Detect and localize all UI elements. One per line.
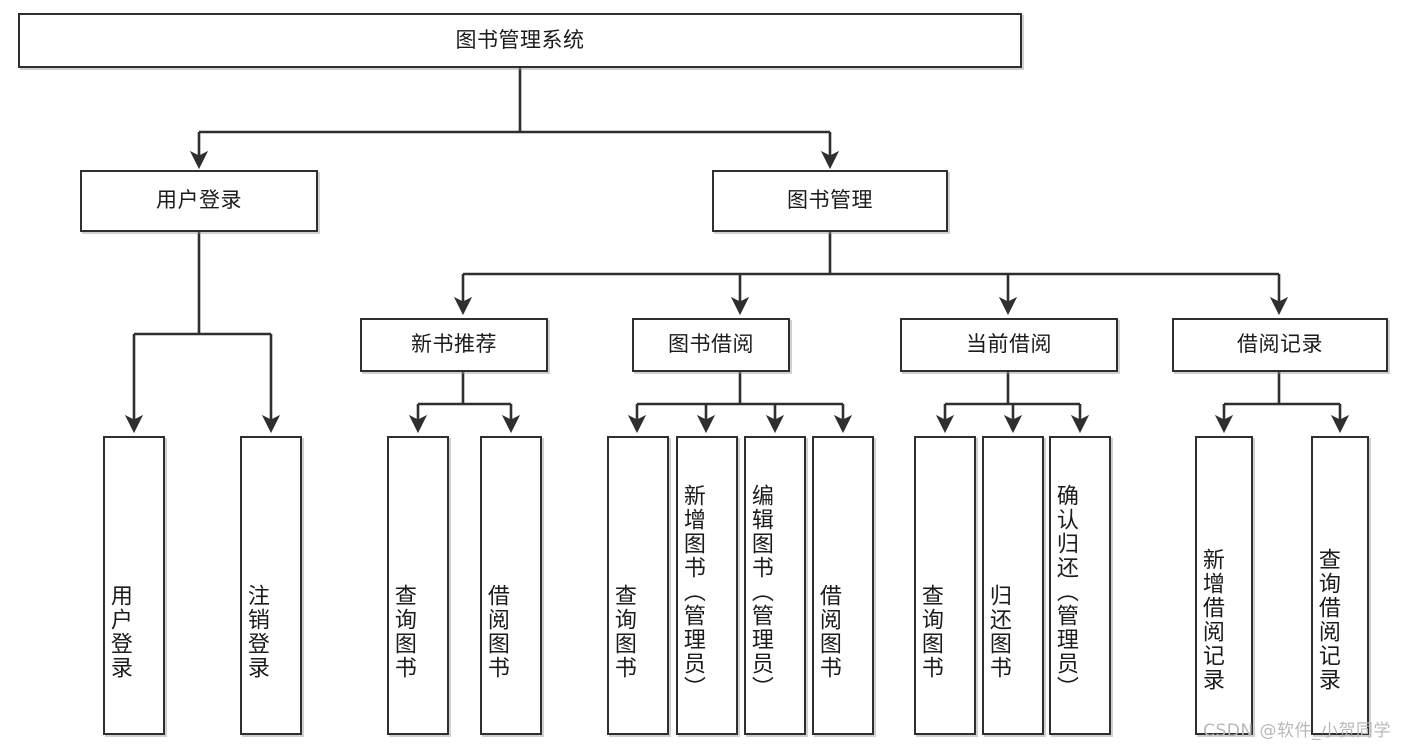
node-leaf-return-book[interactable]: 归还图书 [982, 436, 1044, 735]
node-leaf-query-book-1-label: 查询图书 [390, 583, 416, 680]
node-leaf-borrow-book-1[interactable]: 借阅图书 [480, 436, 542, 735]
node-leaf-query-book-3-label: 查询图书 [917, 583, 943, 680]
node-leaf-add-record[interactable]: 新增借阅记录 [1195, 436, 1253, 735]
node-leaf-return-book-label: 归还图书 [985, 583, 1011, 680]
node-leaf-confirm-return[interactable]: 确认归还（管理员） [1049, 436, 1111, 735]
node-book-manage-label: 图书管理 [787, 188, 873, 213]
node-leaf-query-book-2-label: 查询图书 [610, 583, 636, 680]
node-new-book-rec-label: 新书推荐 [411, 332, 497, 357]
node-leaf-query-book-3[interactable]: 查询图书 [914, 436, 976, 735]
node-leaf-add-record-label: 新增借阅记录 [1198, 547, 1224, 692]
node-leaf-user-logout-label: 注销登录 [243, 583, 269, 680]
node-leaf-user-logout[interactable]: 注销登录 [240, 436, 302, 735]
node-leaf-query-record-label: 查询借阅记录 [1314, 547, 1340, 692]
node-leaf-user-login[interactable]: 用户登录 [103, 436, 165, 735]
watermark-text: CSDN @软件_小贺同学 [1203, 721, 1391, 741]
node-leaf-confirm-return-label: 确认归还（管理员） [1052, 483, 1078, 700]
node-leaf-borrow-book-2-label: 借阅图书 [815, 583, 841, 680]
node-book-borrow-label: 图书借阅 [668, 332, 754, 357]
node-current-borrow[interactable]: 当前借阅 [900, 318, 1118, 372]
node-leaf-query-record[interactable]: 查询借阅记录 [1311, 436, 1369, 735]
node-borrow-record[interactable]: 借阅记录 [1172, 318, 1388, 372]
node-user-login[interactable]: 用户登录 [80, 170, 318, 232]
node-leaf-edit-book-label: 编辑图书（管理员） [747, 483, 773, 700]
node-leaf-add-book-label: 新增图书（管理员） [679, 483, 705, 700]
node-leaf-borrow-book-2[interactable]: 借阅图书 [812, 436, 874, 735]
node-new-book-rec[interactable]: 新书推荐 [360, 318, 548, 372]
node-borrow-record-label: 借阅记录 [1237, 332, 1323, 357]
node-user-login-label: 用户登录 [156, 188, 242, 213]
node-leaf-query-book-1[interactable]: 查询图书 [387, 436, 449, 735]
node-leaf-borrow-book-1-label: 借阅图书 [483, 583, 509, 680]
node-leaf-query-book-2[interactable]: 查询图书 [607, 436, 669, 735]
node-book-borrow[interactable]: 图书借阅 [632, 318, 790, 372]
node-root[interactable]: 图书管理系统 [18, 13, 1022, 68]
node-book-manage[interactable]: 图书管理 [712, 170, 948, 232]
node-root-label: 图书管理系统 [455, 27, 585, 52]
node-leaf-edit-book[interactable]: 编辑图书（管理员） [744, 436, 806, 735]
node-leaf-user-login-label: 用户登录 [106, 583, 132, 680]
node-leaf-add-book[interactable]: 新增图书（管理员） [676, 436, 738, 735]
node-current-borrow-label: 当前借阅 [966, 332, 1052, 357]
